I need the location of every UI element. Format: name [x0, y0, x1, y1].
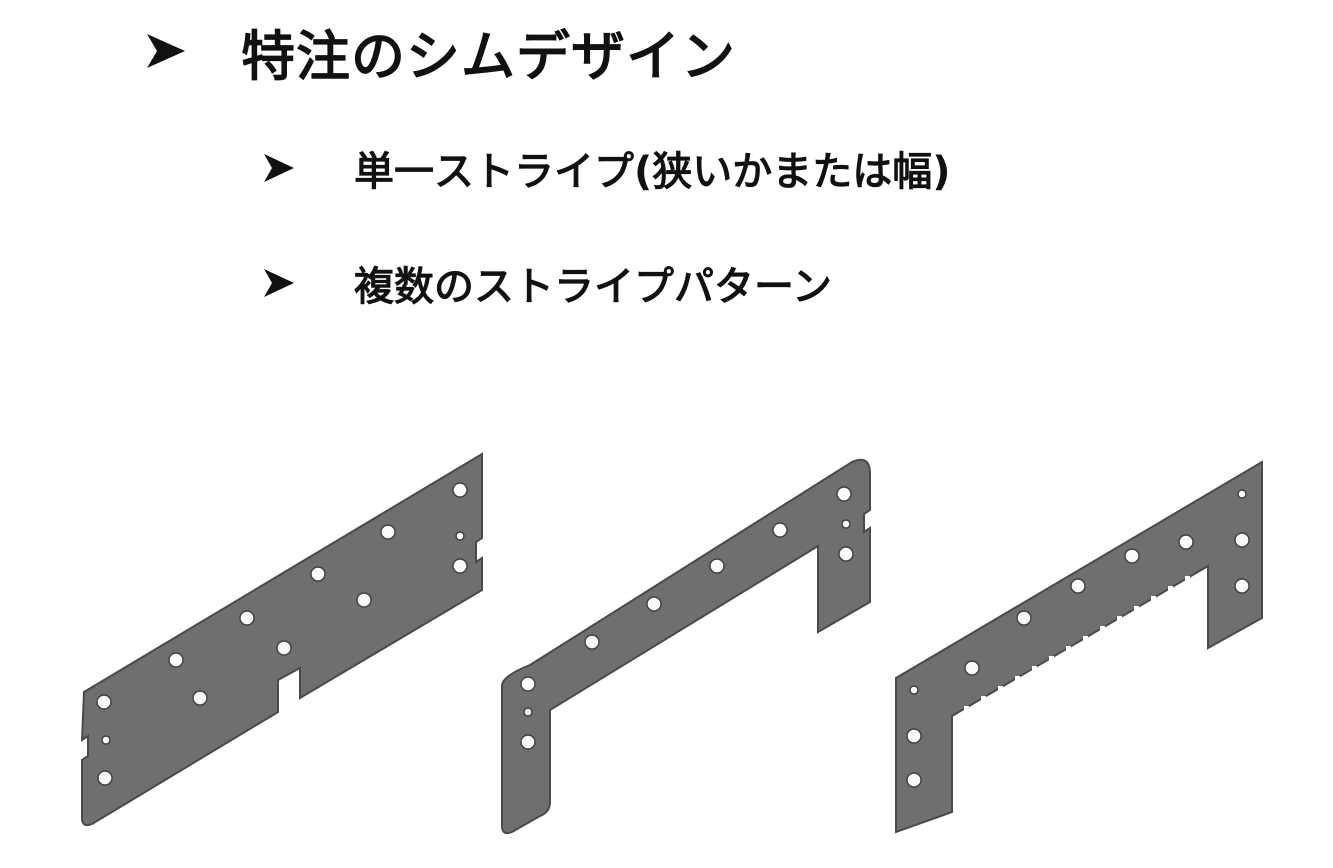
shim-hole: [646, 596, 662, 612]
comb-slot: [1100, 626, 1105, 690]
shim-hole: [772, 522, 788, 538]
shim-hole: [836, 486, 852, 502]
shim-hole: [239, 610, 255, 626]
shim-hole: [97, 770, 113, 786]
sub-bullet-row-1: 単一ストライプ(狭いかまたは幅): [262, 141, 951, 195]
bullet-single-stripe: 単一ストライプ(狭いかまたは幅): [354, 149, 951, 195]
comb-slot: [1083, 636, 1088, 700]
shim-hole: [709, 558, 725, 574]
comb-slot: [1032, 666, 1037, 730]
comb-slot: [1049, 656, 1054, 720]
shim-hole: [906, 728, 922, 744]
shim-hole: [964, 660, 980, 676]
shim-hole: [452, 482, 468, 498]
full-plate-shim-figure: [80, 452, 483, 827]
comb-slot: [981, 696, 986, 760]
page-title: 特注のシムデザイン: [241, 24, 736, 88]
shim-hole: [838, 546, 854, 562]
shim-hole: [1070, 578, 1086, 594]
shim-hole: [96, 694, 112, 710]
main-heading-row: 特注のシムデザイン: [145, 18, 736, 88]
comb-slot: [964, 706, 969, 770]
arrowhead-bullet-icon: [147, 34, 185, 68]
comb-slot: [1134, 606, 1139, 670]
shim-hole: [520, 734, 536, 750]
shim-hole: [310, 566, 326, 582]
shim-hole: [455, 531, 465, 541]
comb-slot: [1117, 616, 1122, 680]
shim-hole: [841, 519, 851, 529]
arrowhead-bullet-icon: [264, 269, 294, 297]
shim-hole: [192, 690, 208, 706]
shim-hole: [1237, 489, 1247, 499]
comb-slot: [1168, 586, 1173, 650]
comb-slot: [1185, 576, 1190, 640]
single-stripe-shim-body: [501, 458, 871, 835]
single-stripe-shim-figure: [501, 458, 871, 835]
comb-slot: [1151, 596, 1156, 660]
full-plate-shim-body: [80, 452, 483, 827]
shim-hole: [520, 676, 536, 692]
comb-slot: [1066, 646, 1071, 710]
comb-slots: [964, 576, 1190, 770]
shim-hole: [356, 592, 372, 608]
shim-hole: [452, 558, 468, 574]
arrowhead-bullet-icon: [264, 154, 294, 182]
shim-hole: [906, 772, 922, 788]
shim-hole: [1234, 578, 1250, 594]
shim-hole: [101, 735, 111, 745]
sub-bullet-row-2: 複数のストライプパターン: [262, 256, 832, 310]
shim-hole: [276, 640, 292, 656]
shim-hole: [1124, 548, 1140, 564]
shim-hole: [909, 685, 919, 695]
shim-hole: [1178, 534, 1194, 550]
shim-hole: [380, 524, 396, 540]
comb-slot: [998, 686, 1003, 750]
shim-hole: [523, 707, 533, 717]
shim-hole: [584, 634, 600, 650]
shim-hole: [1016, 610, 1032, 626]
multi-stripe-comb-shim-figure: [895, 460, 1263, 834]
bullet-multiple-stripes: 複数のストライプパターン: [354, 264, 832, 310]
multi-stripe-comb-shim-body: [895, 460, 1263, 834]
comb-slot: [1015, 676, 1020, 740]
shim-hole: [1234, 532, 1250, 548]
shim-hole: [168, 652, 184, 668]
